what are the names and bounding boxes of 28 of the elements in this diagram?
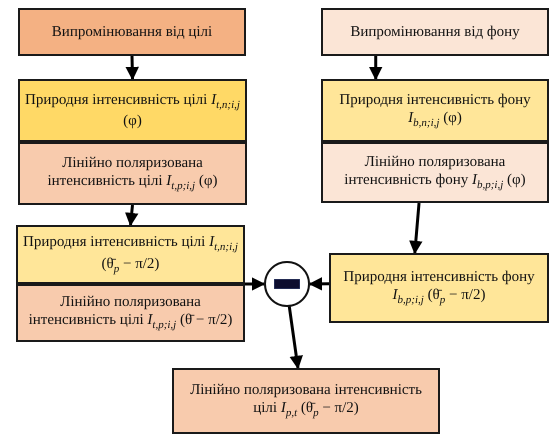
arrow xyxy=(288,306,303,370)
process-box xyxy=(321,8,549,56)
process-box xyxy=(16,225,245,284)
box-text: Природня інтенсивність фону I$_{b,p;i,j}$ (θ̄$_{p}$ − π/2) xyxy=(342,268,536,308)
arrow xyxy=(368,56,382,80)
box-text: Природня інтенсивність цілі I$_{t,n;i,j}$ (θ̄$_{p}$ − π/2) xyxy=(22,233,239,276)
process-box xyxy=(18,8,246,56)
box-text: Лінійно поляризована інтенсивність цілі I$_{t,p;i,j}$ (θ̄ − π/2) xyxy=(28,293,234,333)
box-text: Лінійно поляризована інтенсивність цілі I$_{p,t}$ (θ̄$_{p}$ − π/2) xyxy=(189,381,423,421)
process-box xyxy=(172,368,440,434)
arrow xyxy=(409,202,423,254)
process-box xyxy=(16,284,245,342)
process-box xyxy=(329,253,549,323)
process-box xyxy=(18,142,247,205)
box-text: Випромінювання від фону xyxy=(350,23,520,41)
arrow xyxy=(245,277,266,291)
process-box xyxy=(321,142,549,203)
process-box xyxy=(321,79,549,142)
box-text: Природня інтенсивність фону I$_{b,n;i,j}$ (φ) xyxy=(338,90,532,130)
box-text: Природня інтенсивність цілі I$_{t,n;i,j}$ (φ) xyxy=(24,90,241,130)
box-text: Лінійно поляризована інтенсивність цілі I$_{t,p;i,j}$ (φ) xyxy=(46,154,219,194)
arrow xyxy=(308,277,330,291)
process-box xyxy=(18,79,247,142)
arrow xyxy=(126,56,139,80)
minus-circle xyxy=(264,261,310,307)
arrow xyxy=(125,204,138,226)
box-text: Випромінювання від цілі xyxy=(52,23,212,41)
box-text: Лінійно поляризована інтенсивність фону I$_{b,p;i,j}$ (φ) xyxy=(343,152,527,192)
